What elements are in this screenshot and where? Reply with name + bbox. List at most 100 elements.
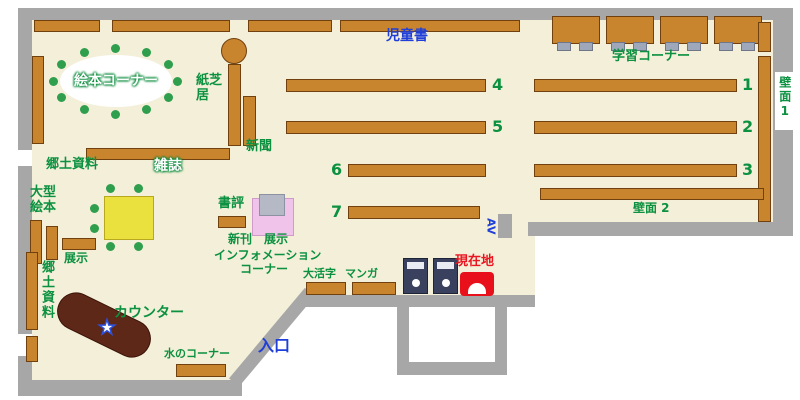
chair-dot <box>173 77 182 86</box>
magazines-label: 雑誌 <box>154 158 182 174</box>
bookshelf-row-1 <box>534 79 737 92</box>
chair-dot <box>164 93 173 102</box>
room-wall-right <box>495 307 507 375</box>
av-label: AV <box>484 218 498 235</box>
chair-dot <box>164 60 173 69</box>
counter-star-icon: ★ <box>97 314 116 340</box>
wall-bottom <box>18 380 242 396</box>
bookshelf-row-3 <box>534 164 737 177</box>
newspaper-label: 新聞 <box>246 139 273 154</box>
water-corner-label: 水のコーナー <box>164 347 230 360</box>
exhibit2-label: 展示 <box>264 232 289 246</box>
information-label-line2: コーナー <box>240 262 289 276</box>
bookshelf-large-picture-books-2 <box>46 226 58 260</box>
bookshelf-local-materials-2 <box>26 336 38 362</box>
bookshelf-left-upper <box>32 56 44 144</box>
study-chair <box>741 42 755 51</box>
bookshelf-row-4 <box>286 79 486 92</box>
chair-dot <box>80 105 89 114</box>
picture-book-corner-label: 絵本コーナー <box>74 72 158 89</box>
doorway-left-upper <box>18 150 32 166</box>
bookshelf-wall2 <box>540 188 764 200</box>
study-chair <box>557 42 571 51</box>
bookshelf-large-print <box>306 282 346 295</box>
study-chair <box>633 42 647 51</box>
wall-bottom-right <box>528 222 793 236</box>
shelf-number-4: 4 <box>492 75 504 94</box>
new-arrivals-label: 新刊 <box>228 232 253 246</box>
study-desk-1 <box>552 16 600 44</box>
wall2-label: 壁面 2 <box>633 201 670 215</box>
bookshelf-wall1 <box>758 56 771 222</box>
study-corner-label: 学習コーナー <box>612 49 691 64</box>
wall1-notch <box>775 72 793 130</box>
study-chair <box>719 42 733 51</box>
counter-label: カウンター <box>114 305 184 321</box>
large-picture-books-label: 大型絵本 <box>30 185 57 215</box>
bookshelf-wall1-top <box>758 22 771 52</box>
bookshelf-kamishibai <box>228 64 241 146</box>
room-wall-left <box>397 307 409 375</box>
manga-label: マンガ <box>345 267 378 280</box>
bookshelf-row-2 <box>534 121 737 134</box>
local-materials-label: 郷土資料 <box>46 157 99 172</box>
bookshelf-exhibit <box>62 238 96 250</box>
chair-dot <box>106 184 115 193</box>
study-chair <box>665 42 679 51</box>
bookshelf-children-books <box>340 20 520 32</box>
wall1-label: 壁面1 <box>777 76 792 120</box>
opac-terminal-2 <box>433 258 458 294</box>
chair-dot <box>134 184 143 193</box>
information-display <box>259 194 285 216</box>
terminal-panel <box>437 262 454 269</box>
shelf-number-7: 7 <box>331 202 343 221</box>
terminal-button <box>442 279 450 287</box>
bookshelf-row-5 <box>286 121 486 134</box>
bookshelf-top-1 <box>34 20 100 32</box>
information-label-line1: インフォメーション <box>214 248 322 262</box>
water-corner-shelf <box>176 364 226 377</box>
current-location-marker <box>460 272 494 296</box>
chair-dot <box>142 105 151 114</box>
bookshelf-local-materials-1 <box>26 252 38 330</box>
study-chair <box>579 42 593 51</box>
room-wall-bottom <box>397 362 507 375</box>
wall-av-stub <box>498 214 512 238</box>
bookshelf-newspaper <box>243 96 256 146</box>
study-chair <box>687 42 701 51</box>
shelf-number-2: 2 <box>742 117 754 136</box>
bookshelf-magazines <box>86 148 230 160</box>
large-print-label: 大活字 <box>303 267 336 280</box>
study-desk-2 <box>606 16 654 44</box>
current-location-label: 現在地 <box>455 254 495 269</box>
bookshelf-top-2 <box>112 20 230 32</box>
study-desk-3 <box>660 16 708 44</box>
chair-dot <box>111 110 120 119</box>
wall-center-bottom <box>305 295 535 307</box>
chair-dot <box>106 242 115 251</box>
chair-dot <box>57 93 66 102</box>
chair-dot <box>142 48 151 57</box>
bookshelf-top-3 <box>248 20 332 32</box>
bookshelf-row-7 <box>348 206 480 219</box>
bookshelf-book-review <box>218 216 246 228</box>
book-review-label: 書評 <box>218 196 245 211</box>
kamishibai-label: 紙芝居 <box>196 73 223 103</box>
shelf-number-3: 3 <box>742 160 754 179</box>
chair-dot <box>80 48 89 57</box>
terminal-button <box>412 279 420 287</box>
study-chair <box>611 42 625 51</box>
shelf-number-1: 1 <box>742 75 754 94</box>
chair-dot <box>111 44 120 53</box>
kids-table <box>104 196 154 240</box>
chair-dot <box>49 77 58 86</box>
entrance-label: 入口 <box>258 336 291 355</box>
shelf-number-5: 5 <box>492 117 504 136</box>
chair-dot <box>134 242 143 251</box>
chair-dot <box>57 60 66 69</box>
kamishibai-round-table <box>221 38 247 64</box>
shelf-number-6: 6 <box>331 160 343 179</box>
bookshelf-manga <box>352 282 396 295</box>
chair-dot <box>90 204 99 213</box>
